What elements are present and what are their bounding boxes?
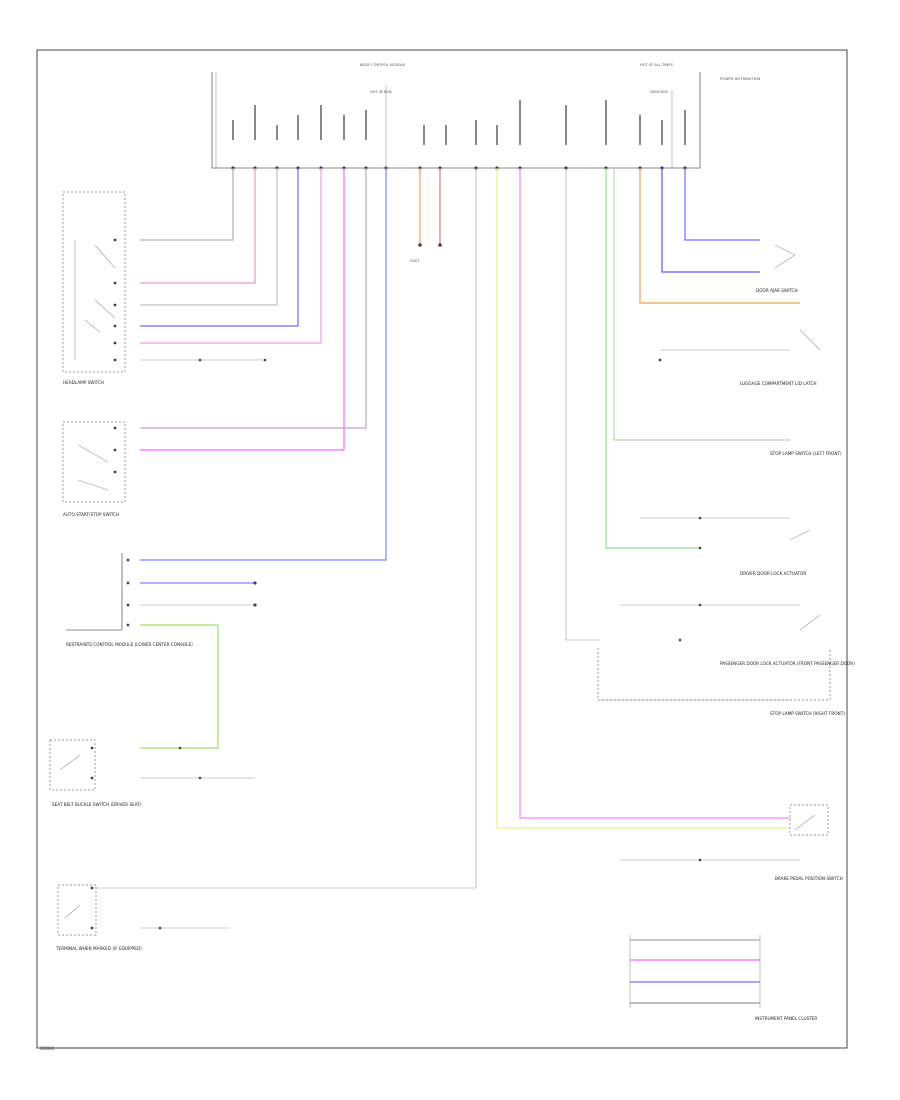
brake-pedal-name: BRAKE PEDAL POSITION SWITCH (775, 876, 843, 881)
ground-label: G301 (410, 259, 420, 263)
instrument-panel-cluster: INSTRUMENT PANEL CLUSTER (755, 935, 817, 1021)
bcm-pin-names (232, 100, 686, 145)
wires (95, 168, 831, 1008)
hot-run-label: HOT IN RUN (370, 90, 392, 94)
inline-connectors (158, 358, 702, 930)
restraints-control-module: RESTRAINTS CONTROL MODULE (LOWER CENTER … (66, 553, 257, 647)
passenger-door-lock: PASSENGER DOOR LOCK ACTUATOR (FRONT PASS… (720, 614, 855, 666)
headlamp-switch: HEADLAMP SWITCH (62, 191, 126, 385)
body-control-module: BODY CONTROL MODULE HOT AT ALL TIMES POW… (211, 63, 760, 170)
brake-pedal-switch: BRAKE PEDAL POSITION SWITCH (775, 804, 843, 881)
seat-belt-name: SEAT BELT BUCKLE SWITCH (DRIVER SEAT) (52, 802, 142, 807)
restraints-name: RESTRAINTS CONTROL MODULE (LOWER CENTER … (66, 642, 193, 647)
driver-door-lock: DRIVER DOOR LOCK ACTUATOR (740, 529, 811, 576)
terminal-note-name: TERMINAL WHEN MARKED (IF EQUIPPED) (55, 946, 142, 951)
ground-marker: G301 (410, 243, 442, 263)
data-bus-label: DATA BUS (650, 90, 668, 94)
hot-label: HOT AT ALL TIMES (640, 63, 674, 67)
stoplamp-switch-rh: STOP LAMP SWITCH (RIGHT FRONT) (770, 711, 845, 716)
diagram-border (36, 49, 848, 1049)
terminal-switch: TERMINAL WHEN MARKED (IF EQUIPPED) (55, 884, 142, 951)
stoplamp-switch-lh: STOP LAMP SWITCH (LEFT FRONT) (770, 451, 842, 456)
ipc-name: INSTRUMENT PANEL CLUSTER (755, 1016, 817, 1021)
driver-door-name: DRIVER DOOR LOCK ACTUATOR (740, 571, 806, 576)
headlamp-switch-name: HEADLAMP SWITCH (63, 380, 104, 385)
power-dist-label: POWER DISTRIBUTION (720, 77, 760, 81)
stoplamp-lh-name: STOP LAMP SWITCH (LEFT FRONT) (770, 451, 842, 456)
luggage-name: LUGGAGE COMPARTMENT LID LATCH (740, 381, 817, 386)
door-ajar-switch: DOOR AJAR SWITCH (756, 244, 798, 293)
passenger-door-name: PASSENGER DOOR LOCK ACTUATOR (FRONT PASS… (720, 661, 855, 666)
door-switch-name: DOOR AJAR SWITCH (756, 288, 798, 293)
auto-start-stop-switch: AUTO START/STOP SWITCH (62, 421, 126, 517)
bcm-name: BODY CONTROL MODULE (360, 63, 406, 67)
footer-code: W0000 (40, 1046, 55, 1051)
auto-switch-name: AUTO START/STOP SWITCH (63, 512, 119, 517)
luggage-latch: LUGGAGE COMPARTMENT LID LATCH (658, 329, 821, 386)
stoplamp-rh-name: STOP LAMP SWITCH (RIGHT FRONT) (770, 711, 845, 716)
seat-belt-buckle-switch: SEAT BELT BUCKLE SWITCH (DRIVER SEAT) (49, 739, 142, 807)
